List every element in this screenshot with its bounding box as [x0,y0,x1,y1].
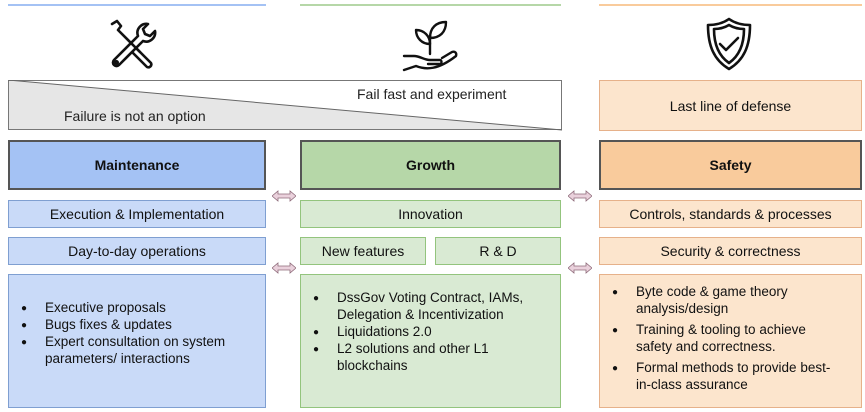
growth-bullets: DssGov Voting Contract, IAMs, Delegation… [300,274,561,408]
maintenance-bullets: Executive proposals Bugs fixes & updates… [8,274,266,408]
maintenance-row2: Day-to-day operations [8,237,266,265]
list-item: Bugs fixes & updates [9,316,265,334]
top-line-orange [599,4,862,6]
list-item: Formal methods to provide best-in-class … [600,359,861,393]
plant-hand-icon [402,20,458,72]
banner-text-safety: Last line of defense [599,80,862,131]
double-arrow-icon [272,262,296,274]
safety-row2: Security & correctness [599,237,862,265]
header-growth: Growth [300,140,561,190]
header-maintenance: Maintenance [8,140,266,190]
top-line-blue [8,4,266,6]
risk-gradient-banner [8,80,562,131]
list-item: Executive proposals [9,299,265,317]
double-arrow-icon [568,262,592,274]
safety-row1: Controls, standards & processes [599,200,862,228]
header-safety: Safety [599,140,862,190]
banner-text-growth: Fail fast and experiment [357,86,507,102]
growth-row1: Innovation [300,200,561,228]
maintenance-row1: Execution & Implementation [8,200,266,228]
top-line-green [300,4,561,6]
growth-row2-rd: R & D [435,237,561,265]
list-item: Liquidations 2.0 [301,323,560,341]
double-arrow-icon [272,190,296,202]
banner-text-maintenance: Failure is not an option [64,108,206,124]
list-item: DssGov Voting Contract, IAMs, Delegation… [301,289,560,323]
double-arrow-icon [568,190,592,202]
growth-row2-new-features: New features [300,237,426,265]
list-item: Training & tooling to achieve safety and… [600,321,861,355]
list-item: Expert consultation on system parameters… [9,333,265,367]
tools-icon [110,19,157,69]
shield-check-icon [706,17,752,71]
list-item: L2 solutions and other L1 blockchains [301,340,560,374]
list-item: Byte code & game theory analysis/design [600,283,861,317]
safety-bullets: Byte code & game theory analysis/design … [599,274,862,408]
